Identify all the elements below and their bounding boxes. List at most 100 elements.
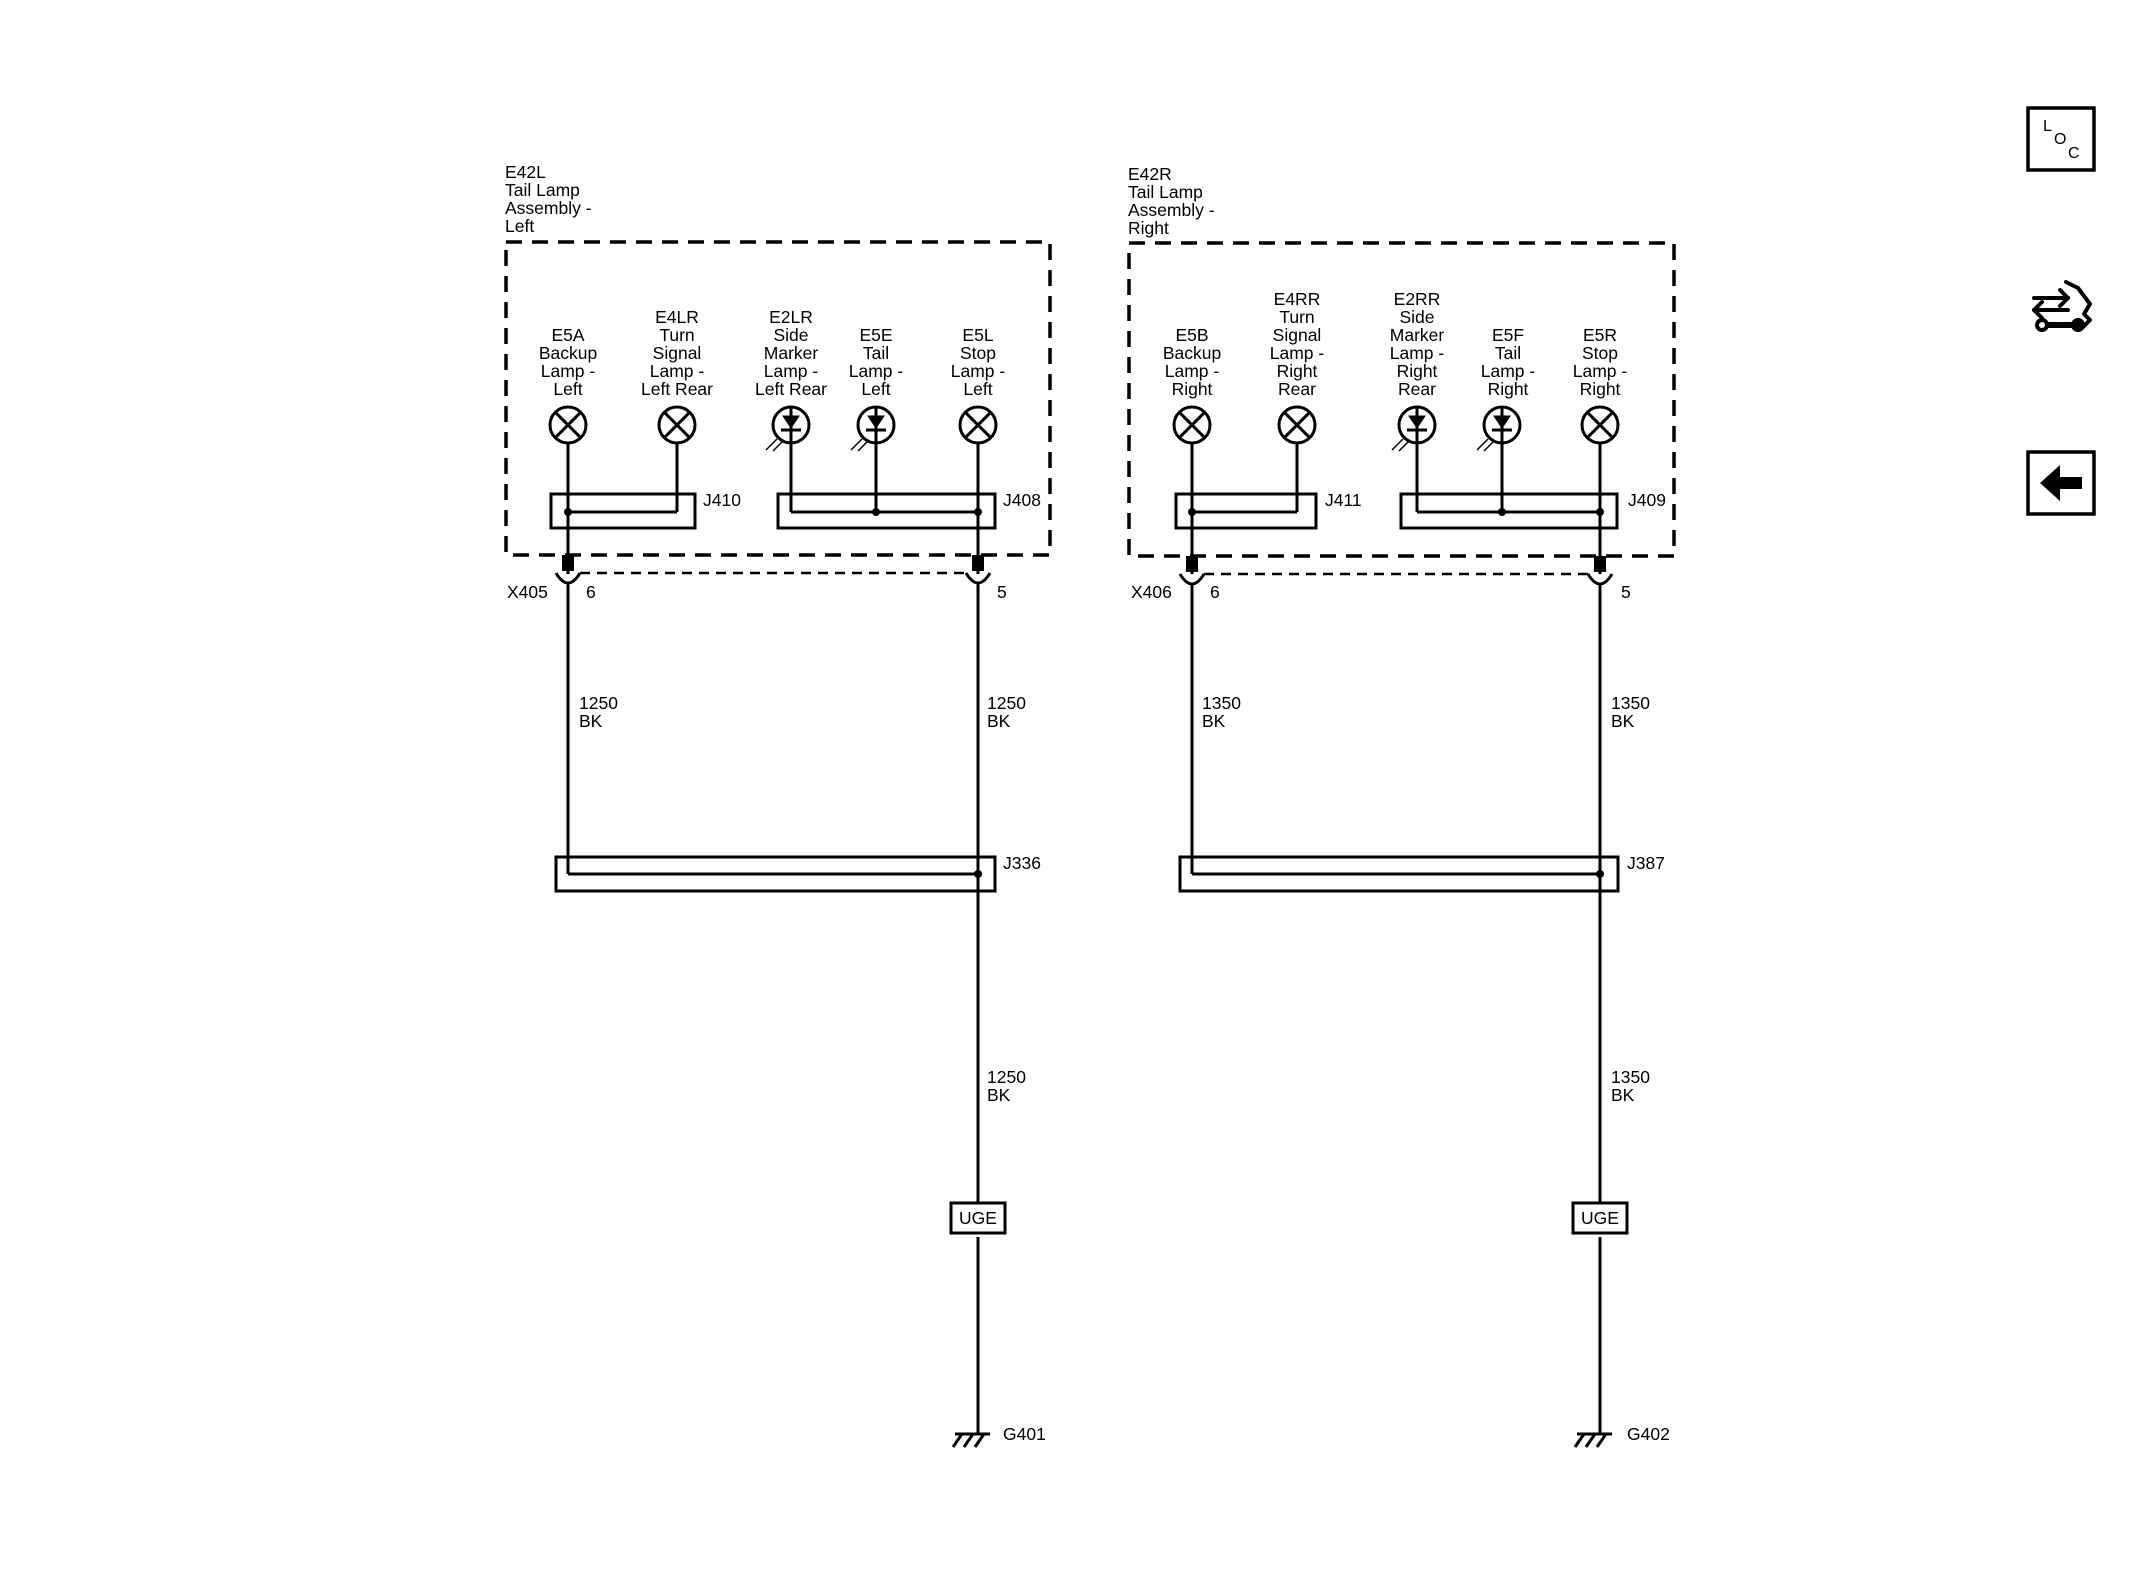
splice-pack: [549, 492, 697, 530]
loc-letter: O: [2054, 131, 2066, 148]
wire-color: BK: [1202, 711, 1226, 731]
connector-terminal: [1594, 556, 1606, 572]
incandescent-lamp-icon: [1580, 405, 1620, 445]
lamp-name-line: Rear: [1398, 379, 1436, 399]
lamp-name-line: Left: [963, 379, 992, 399]
assembly-name-line: Assembly -: [505, 198, 592, 218]
back-button[interactable]: [2026, 450, 2096, 516]
ground-icon: [951, 1432, 990, 1448]
lamp-ref: E5F: [1492, 325, 1524, 345]
splice-dot: [1596, 870, 1604, 878]
connector-pin: 5: [1621, 582, 1631, 602]
lamp-name-line: Lamp -: [1390, 343, 1445, 363]
lamp-name-line: Left: [861, 379, 890, 399]
connector-pin: 6: [1210, 582, 1220, 602]
lamp-ref: E4LR: [655, 307, 699, 327]
splice-dot: [1188, 508, 1604, 516]
lamp-name-line: Stop: [960, 343, 996, 363]
ground-icon: [1573, 1432, 1612, 1448]
wire-color: BK: [1611, 711, 1635, 731]
lamp-name-line: Left Rear: [755, 379, 827, 399]
wire-color: BK: [1611, 1085, 1635, 1105]
assembly-ref: E42L: [505, 162, 546, 182]
lamp-name-line: Right: [1488, 379, 1529, 399]
lamp-ref: E5R: [1583, 325, 1617, 345]
lamp-name-line: Lamp -: [849, 361, 904, 381]
assembly-boundary: [1127, 241, 1676, 558]
lamp-ref: E2RR: [1394, 289, 1441, 309]
splice-label: J409: [1628, 490, 1666, 510]
loc-letter: C: [2068, 145, 2080, 162]
lamp-ref: E5B: [1175, 325, 1208, 345]
splice-label: J387: [1627, 853, 1665, 873]
lamp-name-line: Backup: [539, 343, 597, 363]
option-code-box: [949, 1201, 1007, 1235]
lamp-name-line: Marker: [764, 343, 819, 363]
splice-pack: [554, 855, 997, 893]
splice-pack: [1178, 855, 1620, 893]
loc-button[interactable]: L O C: [2026, 106, 2096, 172]
lamp-ref: E4RR: [1274, 289, 1321, 309]
left-tail-lamp-circuit: E42L Tail Lamp Assembly - Left E5A Backu…: [504, 162, 1052, 1448]
splice-label: J336: [1003, 853, 1041, 873]
lamp-name-line: Left Rear: [641, 379, 713, 399]
assembly-ref: E42R: [1128, 164, 1172, 184]
assembly-name-line: Tail Lamp: [505, 180, 580, 200]
led-lamp-icon: [765, 405, 811, 452]
lamp-name-line: Backup: [1163, 343, 1221, 363]
lamp-name-line: Side: [1399, 307, 1434, 327]
lamp-name-line: Lamp -: [951, 361, 1006, 381]
option-code-box: [1571, 1201, 1629, 1235]
connector-terminal: [1186, 556, 1198, 572]
lamp-name-line: Tail: [1495, 343, 1521, 363]
lamp-name-line: Side: [773, 325, 808, 345]
assembly-name-line: Assembly -: [1128, 200, 1215, 220]
lamp-name-line: Lamp -: [1165, 361, 1220, 381]
lamp-ref: E5L: [962, 325, 993, 345]
wire-color: BK: [987, 711, 1011, 731]
wire-circuit: 1350: [1611, 1067, 1650, 1087]
lamp-name-line: Left: [553, 379, 582, 399]
lamp-name-line: Right: [1172, 379, 1213, 399]
lamp-name-line: Signal: [653, 343, 702, 363]
lamp-name-line: Stop: [1582, 343, 1618, 363]
option-code: UGE: [959, 1208, 997, 1228]
splice-dot: [974, 870, 982, 878]
lamp-name-line: Marker: [1390, 325, 1445, 345]
lamp-name-line: Right: [1397, 361, 1438, 381]
led-lamp-icon: [1476, 405, 1522, 452]
splice-label: J410: [703, 490, 741, 510]
right-tail-lamp-circuit: E42R Tail Lamp Assembly - Right E5B Back…: [1127, 164, 1676, 1448]
assembly-boundary: [504, 240, 1052, 557]
connector-service-button[interactable]: [2026, 274, 2096, 350]
incandescent-lamp-icon: [1277, 405, 1317, 445]
lamp-ref: E5E: [859, 325, 892, 345]
splice-pack: [1399, 492, 1619, 530]
connector-pin: 5: [997, 582, 1007, 602]
lamp-name-line: Tail: [863, 343, 889, 363]
wire-color: BK: [579, 711, 603, 731]
lamp-name-line: Lamp -: [1270, 343, 1325, 363]
back-arrow-icon: [2026, 450, 2096, 516]
wire-circuit: 1350: [1611, 693, 1650, 713]
connector-service-icon: [2032, 280, 2092, 332]
splice-label: J411: [1325, 490, 1362, 510]
wire-circuit: 1250: [987, 693, 1026, 713]
lamp-name-line: Turn: [1279, 307, 1314, 327]
splice-pack: [776, 492, 997, 530]
loc-letter: L: [2043, 118, 2052, 135]
inline-connector: [1178, 572, 1614, 586]
assembly-name-line: Tail Lamp: [1128, 182, 1203, 202]
ground-label: G402: [1627, 1424, 1670, 1444]
wire-circuit: 1250: [987, 1067, 1026, 1087]
connector-label: X406: [1131, 582, 1172, 602]
ground-wires: [566, 584, 980, 1434]
connector-terminal: [562, 555, 574, 571]
wire-color: BK: [987, 1085, 1011, 1105]
incandescent-lamp-icon: [958, 405, 998, 445]
connector-label: X405: [507, 582, 548, 602]
connector-terminal: [972, 555, 984, 571]
splice-pack: [1174, 492, 1318, 530]
incandescent-lamp-icon: [548, 405, 588, 445]
